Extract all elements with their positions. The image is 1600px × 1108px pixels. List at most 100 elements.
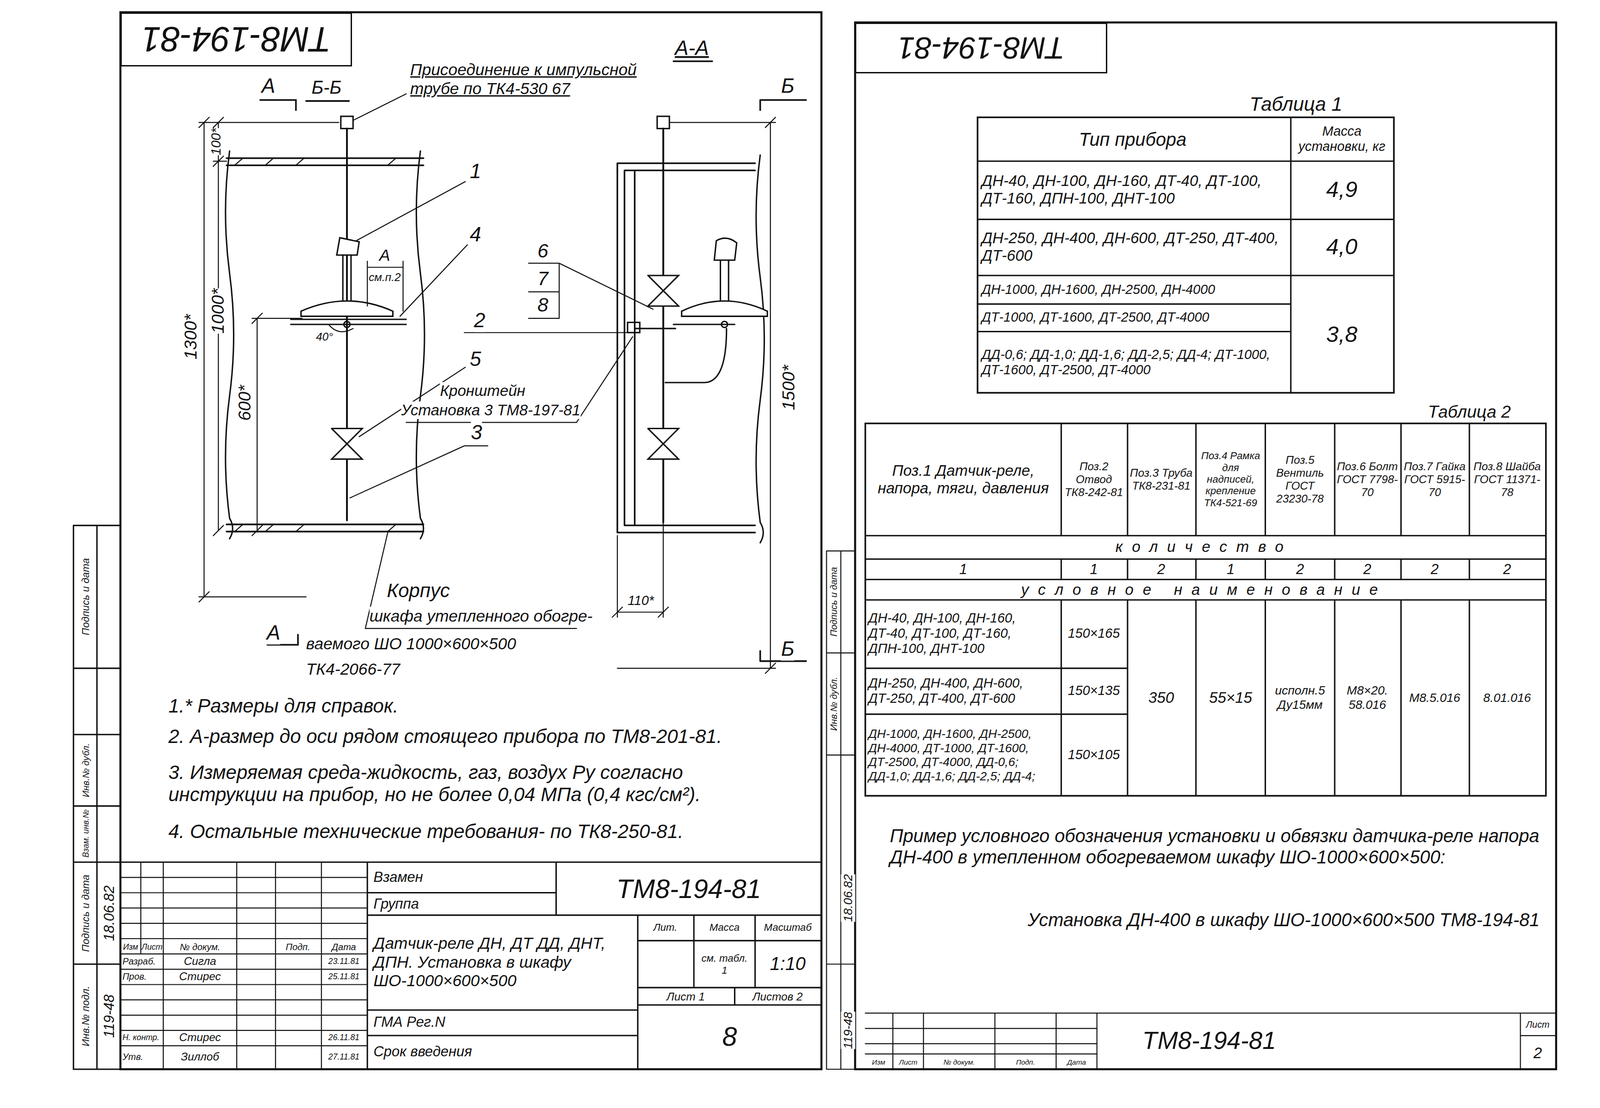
drawing-label: Зиллоб [180, 1050, 220, 1063]
drawing-label: 2 [1295, 561, 1304, 578]
drawing-number: ТМ8-194-81 [141, 19, 331, 60]
drawing-label: Поз.4 Рамка для надписей, крепление ТК4-… [1198, 450, 1264, 509]
drawing-label: Изм [123, 942, 139, 952]
drawing-label: 3,8 [1326, 321, 1358, 348]
drawing-label: Лист 1 [666, 990, 705, 1003]
drawing-label: Б [781, 637, 795, 661]
drawing-label: 1500* [778, 364, 799, 411]
drawing-label: Б [781, 73, 795, 98]
drawing-label: Пров. [122, 970, 147, 982]
cabinet-wall [617, 163, 756, 533]
drawing-label: 27.11.81 [328, 1051, 360, 1062]
drawing-label: ДН-1000, ДН-1600, ДН-2500, ДН-4000, ДТ-1… [868, 726, 1057, 783]
drawing-label: № докум. [943, 1057, 975, 1067]
drawing-label: 150×165 [1068, 625, 1121, 641]
drawing-label: 1:10 [770, 953, 806, 975]
drawing-label: 110* [627, 593, 654, 609]
drawing-label: А-А [674, 35, 710, 60]
fastener [343, 321, 350, 328]
drawing-label: Пример условного обозначения установки и… [889, 825, 1549, 868]
dimension-line [198, 117, 339, 602]
drawing-label: 1 [1226, 561, 1235, 578]
dimension-line [612, 522, 669, 618]
table-frame [977, 117, 1394, 393]
drawing-label: Подп. [1015, 1057, 1035, 1067]
drawing-label: Масса установки, кг [1293, 123, 1391, 155]
drawing-label: Поз.5 Вентиль ГОСТ 23230-78 [1267, 453, 1333, 506]
drawing-label: Н. контр. [122, 1032, 160, 1042]
flexible-tube [665, 328, 727, 383]
drawing-label: 2 [1157, 561, 1165, 578]
drawing-label: Лист [141, 942, 163, 952]
stamp-box: ТМ8-194-81 [120, 12, 353, 67]
drawing-label: Поз.7 Гайка ГОСТ 5915-70 [1402, 459, 1467, 499]
drawing-label: ДН-250, ДН-400, ДН-600, ДТ-250, ДТ-400, … [868, 675, 1057, 706]
device-disc [681, 300, 768, 317]
drawing-label: 2 [1430, 561, 1439, 578]
drawing-label: ТК4-2066-77 [306, 659, 401, 679]
drawing-label: Подпись и дата [79, 558, 92, 636]
drawing-label: Тип прибора [1079, 129, 1187, 151]
drawing-label: 350 [1148, 688, 1174, 707]
drawing-label: ДН-250, ДН-400, ДН-600, ДТ-250, ДТ-400, … [981, 229, 1286, 265]
drawing-label: 5 [469, 347, 482, 371]
drawing-label: 18.06.82 [101, 884, 118, 941]
drawing-label: 26.11.81 [328, 1032, 360, 1042]
drawing-label: Листов 2 [752, 990, 803, 1003]
pipe-connection [340, 116, 354, 129]
drawing-label: Поз.8 Шайба ГОСТ 11371-78 [1471, 459, 1543, 499]
drawing-label: Дата [331, 941, 356, 952]
device-cap [336, 237, 360, 256]
drawing-label: Дата [1067, 1057, 1087, 1067]
sheet-frame [120, 12, 822, 1069]
drawing-label: 55×15 [1209, 688, 1253, 707]
drawing-label: 8 [722, 1020, 737, 1052]
drawing-label: 150×105 [1068, 747, 1121, 763]
drawing-label: Инв.№ дубл. [828, 676, 840, 731]
drawing-label: 3. Измеряемая среда-жидкость, газ, возду… [168, 761, 781, 806]
break-line [225, 150, 234, 539]
table-grid [865, 423, 1547, 796]
section-marker [260, 61, 806, 662]
device-stem [342, 255, 352, 301]
dimension-line [367, 261, 403, 311]
drawing-label: 2 [1363, 561, 1372, 578]
drawing-label: 4,0 [1326, 233, 1358, 260]
drawing-label: 4,9 [1326, 176, 1358, 203]
drawing-label: 2 [1533, 1044, 1542, 1062]
drawing-label: Масштаб [764, 921, 812, 933]
break-line [756, 155, 765, 543]
drawing-label: 119-48 [841, 1011, 856, 1050]
drawing-label: Таблица 1 [1249, 92, 1343, 115]
valve-symbol [647, 275, 679, 306]
drawing-label: 3 [471, 420, 483, 445]
drawing-label: 8.01.016 [1483, 690, 1531, 705]
drawing-label: 1 [959, 561, 968, 578]
drawing-label: количество [1115, 537, 1293, 556]
drawing-label: Корпус [386, 579, 450, 602]
table-grid [977, 117, 1394, 393]
device-stem [720, 260, 729, 301]
drawing-label: Группа [373, 895, 419, 913]
drawing-label: 100* [208, 128, 224, 156]
drawing-label: ДТ-1000, ДТ-1600, ДТ-2500, ДТ-4000 [981, 309, 1286, 325]
drawing-label: Установка 3 ТМ8-197-81 [401, 401, 581, 419]
drawing-label: Сигла [183, 954, 216, 968]
drawing-label: Изм [871, 1057, 886, 1067]
drawing-label: 1300* [180, 313, 201, 359]
drawing-label: Взамен [373, 869, 423, 886]
margin-strip [73, 525, 121, 1069]
hatching [234, 158, 396, 532]
dimension-line [251, 313, 302, 536]
drawing-number: ТМ8-194-81 [897, 30, 1065, 66]
drawing-label: Стирес [179, 1030, 221, 1044]
impulse-pipe [662, 128, 665, 523]
drawing-label: А [266, 620, 281, 645]
drawing-label: А [261, 73, 276, 98]
drawing-label: Инв.№ подл. [79, 985, 92, 1046]
drawing-label: ТМ8-194-81 [616, 873, 762, 904]
drawing-label: 6 [537, 239, 549, 263]
drawing-label: 7 [537, 267, 549, 290]
